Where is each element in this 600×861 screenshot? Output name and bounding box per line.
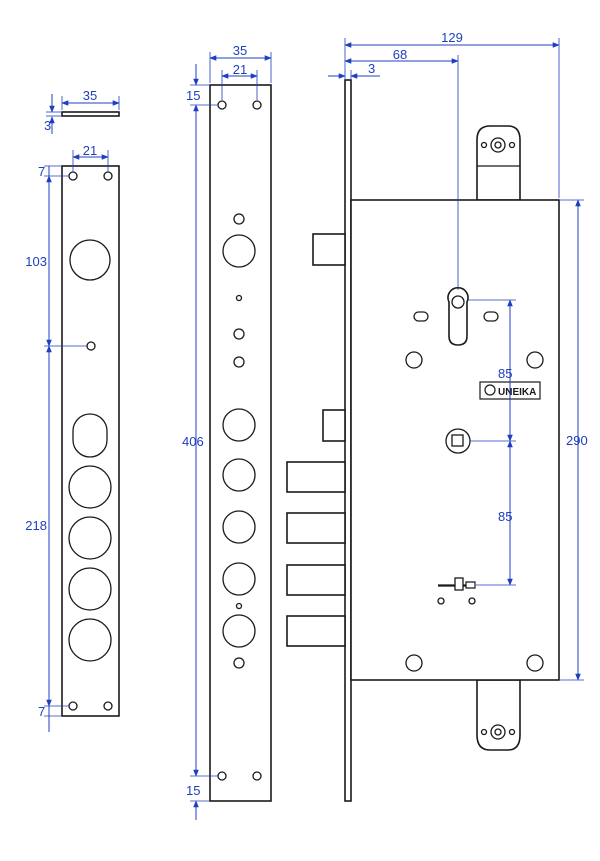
faceplate-dimensions: 35 21 15 406 15 xyxy=(182,43,272,820)
lock-body-assembly: UNEIKA xyxy=(286,79,560,802)
dim-cover-bottom-edge: 7 xyxy=(38,704,45,719)
screw-hole xyxy=(68,701,78,711)
bolt-opening xyxy=(222,510,256,544)
dim-cover-thickness: 3 xyxy=(44,118,51,133)
dead-bolt xyxy=(286,512,346,544)
slot xyxy=(413,311,429,322)
small-hole xyxy=(233,356,245,368)
dead-bolt xyxy=(286,615,346,647)
dim-cover-top-edge: 7 xyxy=(38,164,45,179)
key-slot xyxy=(438,581,476,589)
faceplate-body xyxy=(209,84,272,802)
dim-cover-hole-spacing: 21 xyxy=(83,143,97,158)
dim-faceplate-bottom-edge: 15 xyxy=(186,783,200,798)
cover-plate-dimensions: 35 3 21 7 103 218 7 xyxy=(25,88,120,732)
top-rod-connector xyxy=(476,125,521,201)
pin-hole xyxy=(235,294,243,302)
dim-lock-backset: 68 xyxy=(393,47,407,62)
dim-lock-overall: 129 xyxy=(441,30,463,45)
brand-logo-icon xyxy=(484,384,496,396)
deadlatch-opening xyxy=(222,408,256,442)
bolt-hole xyxy=(68,516,112,560)
mounting-hole xyxy=(526,654,544,672)
dead-bolt xyxy=(286,564,346,596)
cover-plate-top-view xyxy=(61,111,120,117)
screw-hole xyxy=(252,771,262,781)
dim-cover-width: 35 xyxy=(83,88,97,103)
dim-faceplate-top-edge: 15 xyxy=(186,88,200,103)
screw-hole xyxy=(217,771,227,781)
screw-hole xyxy=(103,171,113,181)
screw-hole xyxy=(103,701,113,711)
dim-cover-upper: 103 xyxy=(25,254,47,269)
dim-lock-spacing-lower: 85 xyxy=(498,509,512,524)
lock-body-dimensions: 129 68 3 290 85 85 xyxy=(328,30,588,681)
small-hole xyxy=(233,657,245,669)
latch-opening xyxy=(222,234,256,268)
bolt-hole xyxy=(68,465,112,509)
slot xyxy=(483,311,499,322)
bolt-hole xyxy=(68,567,112,611)
dim-faceplate-hole-spacing: 21 xyxy=(233,62,247,77)
bolt-opening xyxy=(222,614,256,648)
screw-hole xyxy=(252,100,262,110)
latch-bolt xyxy=(312,233,346,266)
screw-hole xyxy=(217,100,227,110)
bolt-opening xyxy=(222,562,256,596)
mounting-hole xyxy=(405,351,423,369)
dim-lock-height: 290 xyxy=(566,433,588,448)
bolt-opening xyxy=(222,458,256,492)
brand-label: UNEIKA xyxy=(498,387,536,398)
bolt-hole xyxy=(68,618,112,662)
forend-plate xyxy=(344,79,352,802)
cylinder-hole xyxy=(69,239,111,281)
dim-faceplate-length: 406 xyxy=(182,434,204,449)
cover-plate xyxy=(61,111,120,717)
dim-lock-plate: 3 xyxy=(368,61,375,76)
small-hole xyxy=(233,328,245,340)
oval-opening xyxy=(72,413,108,458)
handle-hole xyxy=(86,341,96,351)
faceplate xyxy=(209,84,272,802)
screw-hole xyxy=(68,171,78,181)
dead-bolt xyxy=(286,461,346,493)
deadlatch xyxy=(322,409,346,442)
mounting-hole xyxy=(405,654,423,672)
mounting-hole xyxy=(526,351,544,369)
dim-faceplate-width: 35 xyxy=(233,43,247,58)
dim-cover-lower: 218 xyxy=(25,518,47,533)
pin-hole xyxy=(235,602,243,610)
small-hole xyxy=(233,213,245,225)
dim-lock-spacing-upper: 85 xyxy=(498,366,512,381)
